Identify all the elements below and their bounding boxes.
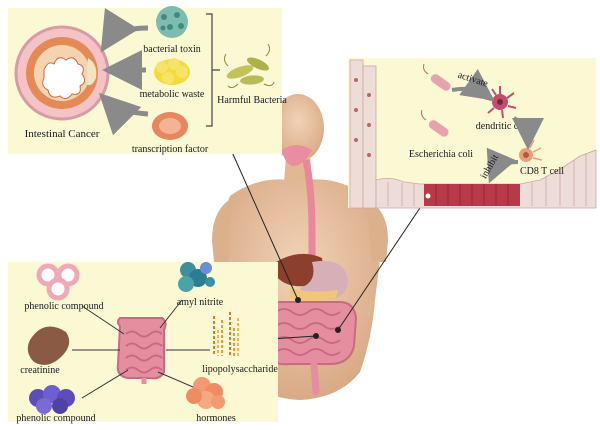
cd8-t-cell-label: CD8 T cell: [520, 166, 564, 177]
bacterial-toxin-icon: [156, 6, 188, 38]
leader-dot-cancer: [295, 297, 301, 303]
metabolic-waste-label: metabolic waste: [140, 89, 205, 100]
bacterial-toxin-label: bacterial toxin: [143, 44, 200, 55]
leader-dot-epithelium: [335, 327, 341, 333]
lipopolysaccharide-label: lipopolysaccharide: [202, 364, 278, 375]
phenolic-compound-top-label: phenolic compound: [24, 301, 103, 312]
intestinal-cancer-illustration: [16, 27, 108, 119]
epithelium-left: [350, 60, 376, 208]
intestinal-cancer-label: Intestinal Cancer: [25, 128, 100, 140]
creatinine-label: creatinine: [20, 365, 60, 376]
panel-harmful-bacteria: Intestinal Cancer bacterial toxin metabo…: [8, 6, 287, 155]
hormones-label: hormones: [196, 413, 236, 424]
panel-metabolites: phenolic compound amyl nitrite creatinin…: [8, 262, 278, 424]
phenolic-compound-bottom-label: phenolic compound: [16, 413, 95, 424]
amyl-nitrite-label: amyl nitrite: [177, 297, 224, 308]
panel-immune-response: Escherichia coli dendritic cell CD8 T ce…: [348, 58, 596, 208]
transcription-factor-label: transcription factor: [132, 144, 209, 155]
metabolites-intestine-icon: [118, 318, 166, 384]
transcription-factor-icon: [152, 112, 188, 140]
harmful-bacteria-label: Harmful Bacteria: [217, 95, 287, 106]
escherichia-coli-label: Escherichia coli: [409, 149, 473, 160]
leader-dot-metabolites: [313, 333, 319, 339]
